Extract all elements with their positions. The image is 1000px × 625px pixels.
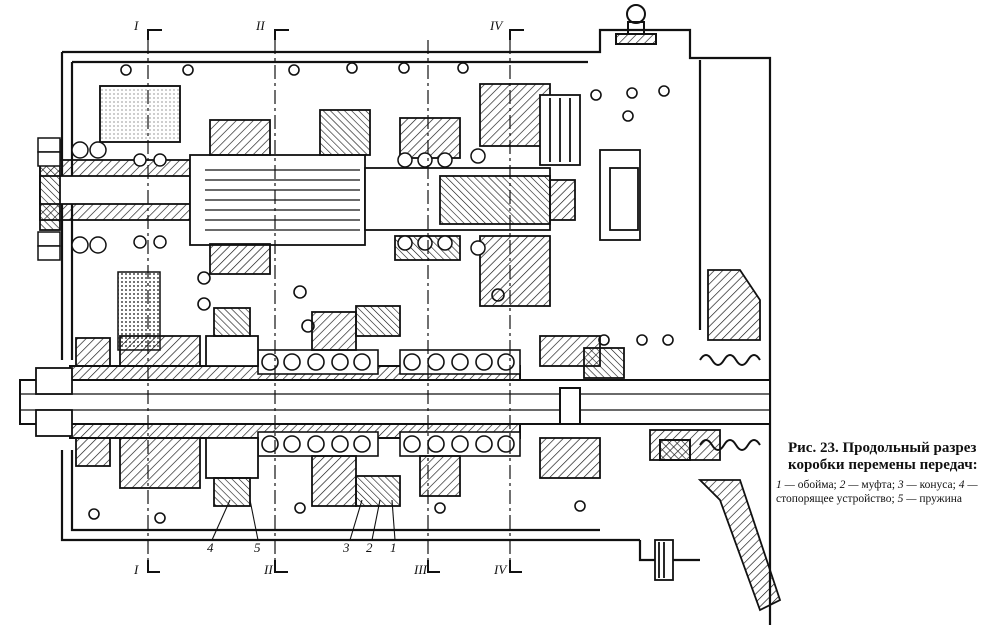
legend-item-2: 2 — муфта; xyxy=(839,479,896,491)
upper-shaft xyxy=(39,139,576,246)
part-leaders xyxy=(211,499,396,541)
legend-number: 5 xyxy=(897,493,904,505)
section-mark-top-2: II xyxy=(256,18,265,33)
legend-text: конуса; xyxy=(919,479,956,491)
caption-title: Рис. 23. Продольный разрез коробки перем… xyxy=(788,440,996,474)
part-number-2: 2 xyxy=(366,540,373,555)
housing-bolts xyxy=(88,62,674,524)
lower-bearings xyxy=(257,349,521,457)
legend-text: муфта; xyxy=(861,479,896,491)
figure-caption: Рис. 23. Продольный разрез коробки перем… xyxy=(776,440,996,506)
part-number-1: 1 xyxy=(390,540,397,555)
legend-item-4: 4 — стопорящее устройство; xyxy=(776,479,978,505)
section-ticks xyxy=(147,29,524,573)
section-mark-top-4: IV xyxy=(490,18,503,33)
caption-title-text: Продольный разрез коробки перемены перед… xyxy=(788,440,978,473)
left-coupling xyxy=(35,337,111,467)
part-number-4: 4 xyxy=(207,540,214,555)
legend-text: обойма; xyxy=(797,479,837,491)
section-lines xyxy=(147,40,511,560)
legend-text: пружина xyxy=(919,493,963,505)
legend-text: стопорящее устройство; xyxy=(776,493,895,505)
legend-number: 2 xyxy=(839,479,846,491)
legend-item-5: 5 — пружина xyxy=(897,493,963,505)
left-spline xyxy=(37,137,61,261)
section-mark-bottom-3: III xyxy=(414,562,427,577)
legend-item-3: 3 — конуса; xyxy=(897,479,956,491)
section-mark-bottom-4: IV xyxy=(494,562,507,577)
legend-number: 4 xyxy=(958,479,965,491)
caption-legend: 1 — обойма; 2 — муфта; 3 — конуса; 4 — с… xyxy=(776,478,996,506)
upper-gears xyxy=(99,83,641,307)
filler-plug xyxy=(615,4,657,45)
lower-main-shaft xyxy=(19,365,771,439)
lower-gears xyxy=(119,305,721,507)
section-mark-top-1: I xyxy=(134,18,139,33)
section-mark-bottom-1: I xyxy=(134,562,139,577)
part-number-5: 5 xyxy=(254,540,261,555)
legend-item-1: 1 — обойма; xyxy=(776,479,837,491)
legend-number: 1 xyxy=(776,479,782,491)
caption-label: Рис. 23. xyxy=(788,440,839,456)
right-cover xyxy=(654,269,782,612)
upper-bearings xyxy=(71,141,486,256)
section-mark-bottom-2: II xyxy=(264,562,273,577)
part-number-3: 3 xyxy=(343,540,350,555)
legend-number: 3 xyxy=(897,479,904,491)
right-spring xyxy=(659,354,761,461)
